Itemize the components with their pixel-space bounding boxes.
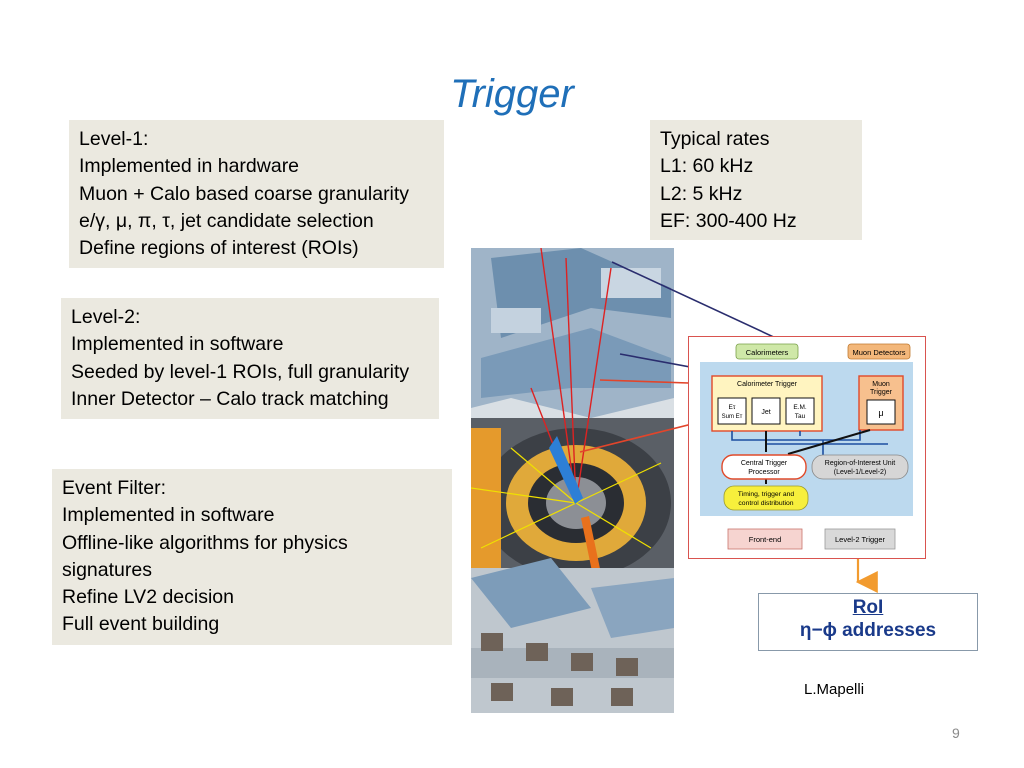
jet-label: Jet bbox=[761, 409, 770, 416]
author-credit: L.Mapelli bbox=[804, 681, 865, 698]
timing-label-2: control distribution bbox=[738, 500, 793, 507]
muon-trigger-label-1: Muon bbox=[872, 381, 890, 388]
level1-line: Implemented in hardware bbox=[79, 155, 300, 178]
level2-line: Seeded by level-1 ROIs, full granularity bbox=[71, 360, 410, 383]
level2-trigger-box bbox=[824, 528, 896, 550]
muon-trigger-label-2: Trigger bbox=[870, 389, 893, 396]
front-end-box bbox=[727, 528, 803, 550]
event-filter-heading: Event Filter: bbox=[62, 477, 167, 499]
calorimeters-label: Calorimeters bbox=[746, 348, 789, 357]
timing-control-box bbox=[723, 485, 809, 511]
event-filter-line: Refine LV2 decision bbox=[62, 586, 234, 609]
level1-line: e/γ, μ, π, τ, jet candidate selection bbox=[79, 209, 374, 232]
level1-heading: Level-1: bbox=[79, 128, 149, 150]
roi-unit-label-1: Region-of-Interest Unit bbox=[825, 460, 895, 467]
rates-heading: Typical rates bbox=[660, 128, 770, 150]
em-tau-box bbox=[785, 397, 815, 425]
event-filter-line: Full event building bbox=[62, 613, 220, 636]
level2-line: Inner Detector – Calo track matching bbox=[71, 387, 389, 410]
trigger-block-diagram: Calorimeters Muon Detectors Calorimeter … bbox=[688, 336, 926, 559]
front-end-label: Front-end bbox=[749, 535, 782, 544]
em-tau-label-1: E.M. bbox=[793, 404, 807, 411]
level2-line: Implemented in software bbox=[71, 333, 284, 356]
sum-et-label-1: Eτ bbox=[729, 404, 736, 411]
jet-box bbox=[751, 397, 781, 425]
slide-title: Trigger bbox=[450, 72, 574, 116]
muon-detectors-box bbox=[847, 343, 911, 360]
calorimeters-box bbox=[735, 343, 799, 360]
rates-ef: EF: 300-400 Hz bbox=[660, 209, 797, 232]
level2-box: Level-2: Implemented in software Seeded … bbox=[61, 298, 439, 419]
roi-addresses-box: RoI η−ϕ addresses bbox=[758, 593, 978, 651]
event-filter-line: Offline-like algorithms for physics sign… bbox=[62, 531, 348, 581]
level2-trigger-label: Level-2 Trigger bbox=[835, 535, 886, 544]
typical-rates-box: Typical rates L1: 60 kHz L2: 5 kHz EF: 3… bbox=[650, 120, 862, 240]
sum-et-box bbox=[717, 397, 747, 425]
level1-line: Define regions of interest (ROIs) bbox=[79, 237, 359, 260]
timing-label-1: Timing, trigger and bbox=[738, 491, 795, 498]
rates-l2: L2: 5 kHz bbox=[660, 182, 743, 205]
muon-detectors-label: Muon Detectors bbox=[853, 348, 906, 357]
event-filter-line: Implemented in software bbox=[62, 504, 275, 527]
calorimeter-trigger-label: Calorimeter Trigger bbox=[737, 381, 798, 388]
rates-l1: L1: 60 kHz bbox=[660, 155, 754, 178]
level2-heading: Level-2: bbox=[71, 306, 141, 328]
page-number: 9 bbox=[952, 725, 960, 741]
ctp-label-2: Processor bbox=[748, 469, 780, 476]
roi-unit-label-2: (Level-1/Level-2) bbox=[834, 469, 887, 476]
mu-box bbox=[866, 399, 896, 425]
central-trigger-processor-box bbox=[721, 454, 807, 480]
event-filter-box: Event Filter: Implemented in software Of… bbox=[52, 469, 452, 645]
ctp-label-1: Central Trigger bbox=[741, 460, 788, 467]
em-tau-label-2: Tau bbox=[795, 413, 806, 420]
sum-et-label-2: Sum Eт bbox=[722, 414, 743, 420]
roi-unit-box bbox=[811, 454, 909, 480]
detector-cutaway-image bbox=[471, 248, 674, 713]
level1-line: Muon + Calo based coarse granularity bbox=[79, 182, 410, 205]
level1-box: Level-1: Implemented in hardware Muon + … bbox=[69, 120, 444, 268]
roi-label: RoI bbox=[852, 597, 884, 618]
mu-label: μ bbox=[878, 408, 883, 418]
roi-addresses-label: η−ϕ addresses bbox=[799, 620, 937, 641]
